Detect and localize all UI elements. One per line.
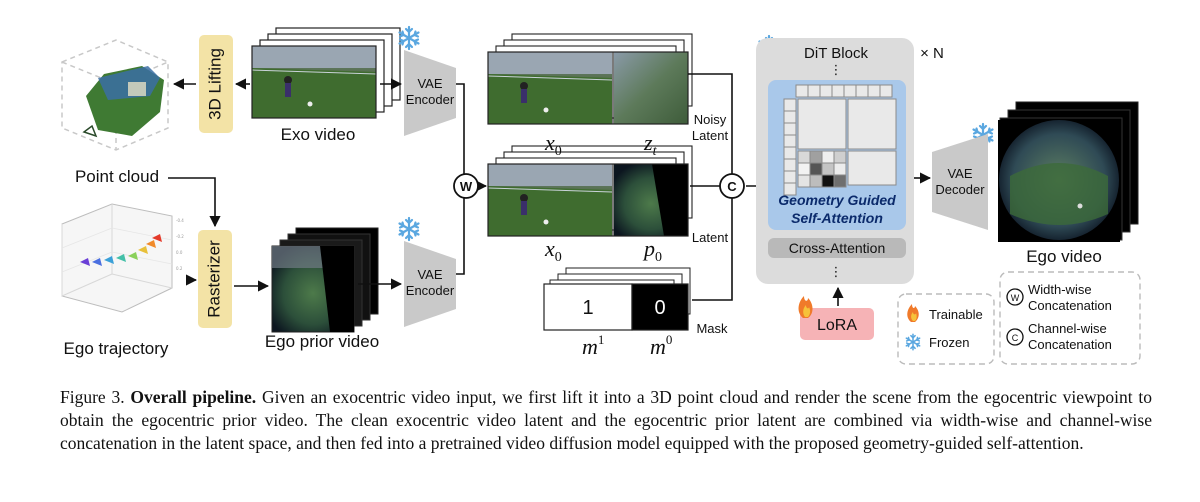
- snowflake-icon: [398, 216, 420, 242]
- vae-decoder-label: VAE: [947, 166, 972, 181]
- mask-label: Mask: [696, 321, 728, 336]
- noisy-latent-frames: [487, 33, 693, 125]
- legend-width-symbol: W: [1011, 293, 1020, 303]
- point-cloud-label: Point cloud: [75, 167, 159, 186]
- p0-label: p0: [642, 236, 662, 265]
- ego-prior-video-frames: [271, 227, 379, 333]
- legend-frozen-label: Frozen: [929, 335, 969, 350]
- lifting-label: 3D Lifting: [205, 48, 224, 120]
- ego-video-label: Ego video: [1026, 247, 1102, 266]
- vae-encoder-top-label: VAE: [417, 76, 442, 91]
- vdots-bottom: ⋮: [830, 264, 843, 279]
- flame-icon: [907, 304, 919, 322]
- lifting-box: [199, 35, 233, 133]
- flame-icon: [798, 296, 813, 318]
- vae-decoder: [932, 134, 988, 230]
- exo-video-frames: [251, 27, 401, 119]
- lora-box: [800, 308, 874, 340]
- rasterizer-box: [198, 230, 232, 328]
- vae-encoder-bottom-sublabel: Encoder: [406, 283, 455, 298]
- mask-value-1: 1: [582, 297, 593, 319]
- legend-trainable-frozen: [897, 293, 995, 365]
- svg-text:0.0: 0.0: [176, 250, 183, 255]
- vae-encoder-bottom: [404, 241, 456, 327]
- point-cloud-image: [61, 39, 169, 151]
- ggsa-title-line2: Self-Attention: [791, 210, 883, 226]
- ego-trajectory-label: Ego trajectory: [64, 339, 169, 358]
- ego-trajectory-plot: -0.4 -0.2 0.0 0.2: [61, 203, 184, 313]
- ego-video-frames: [998, 101, 1139, 242]
- m1-label: m1: [582, 332, 604, 359]
- latent-frames: [487, 145, 693, 237]
- rasterizer-label: Rasterizer: [204, 240, 223, 318]
- channel-concat-operator: [719, 173, 745, 199]
- width-concat-operator-label: W: [460, 179, 473, 194]
- legend-channel-line1: Channel-wise: [1028, 321, 1107, 336]
- vdots-top: ⋮: [830, 62, 843, 77]
- vae-encoder-top-sublabel: Encoder: [406, 92, 455, 107]
- x0-label-bottom: x0: [544, 236, 562, 265]
- caption-bold: Overall pipeline.: [130, 387, 257, 407]
- x0-label-top: x0: [544, 130, 562, 159]
- legend-channel-line2: Concatenation: [1028, 337, 1112, 352]
- vae-decoder-sublabel: Decoder: [935, 182, 985, 197]
- exo-video-label: Exo video: [281, 125, 356, 144]
- pipeline-diagram: -0.4 -0.2 0.0 0.2 3D Lifting Rasterizer Ex…: [61, 25, 1141, 365]
- svg-text:-0.4: -0.4: [176, 218, 184, 223]
- vae-encoder-bottom-label: VAE: [417, 267, 442, 282]
- legend-trainable-label: Trainable: [929, 307, 983, 322]
- latent-label: Latent: [692, 230, 729, 245]
- noisy-latent-label: Noisy: [694, 112, 727, 127]
- vae-encoder-top: [404, 50, 456, 136]
- legend-channel-symbol: C: [1012, 333, 1019, 343]
- legend-concatenation: [999, 271, 1141, 365]
- width-concat-operator: [453, 173, 479, 199]
- times-n-label: × N: [920, 45, 944, 62]
- ego-prior-video-label: Ego prior video: [265, 332, 379, 351]
- attention-matrix: [783, 84, 897, 196]
- figure-caption: Figure 3. Overall pipeline. Given an exo…: [60, 386, 1152, 455]
- snowflake-icon: [905, 333, 921, 351]
- svg-text:-0.2: -0.2: [176, 234, 184, 239]
- lora-label: LoRA: [817, 317, 857, 334]
- legend-width-line2: Concatenation: [1028, 298, 1112, 313]
- dit-block-title: DiT Block: [804, 45, 868, 62]
- legend-width-line1: Width-wise: [1028, 282, 1092, 297]
- snowflake-icon: [398, 25, 420, 51]
- mask-frames: [543, 267, 691, 331]
- ggsa-title-line1: Geometry Guided: [778, 192, 896, 208]
- noisy-latent-sublabel: Latent: [692, 128, 729, 143]
- svg-text:0.2: 0.2: [176, 266, 183, 271]
- cross-attention-box: [768, 238, 906, 258]
- m0-label: m0: [650, 332, 672, 359]
- zt-label: zt: [643, 130, 658, 159]
- mask-value-0: 0: [654, 297, 665, 319]
- cross-attention-label: Cross-Attention: [789, 240, 885, 256]
- caption-text: Given an exocentric video input, we firs…: [60, 387, 1153, 453]
- caption-prefix: Figure 3.: [60, 387, 125, 407]
- channel-concat-operator-label: C: [727, 179, 737, 194]
